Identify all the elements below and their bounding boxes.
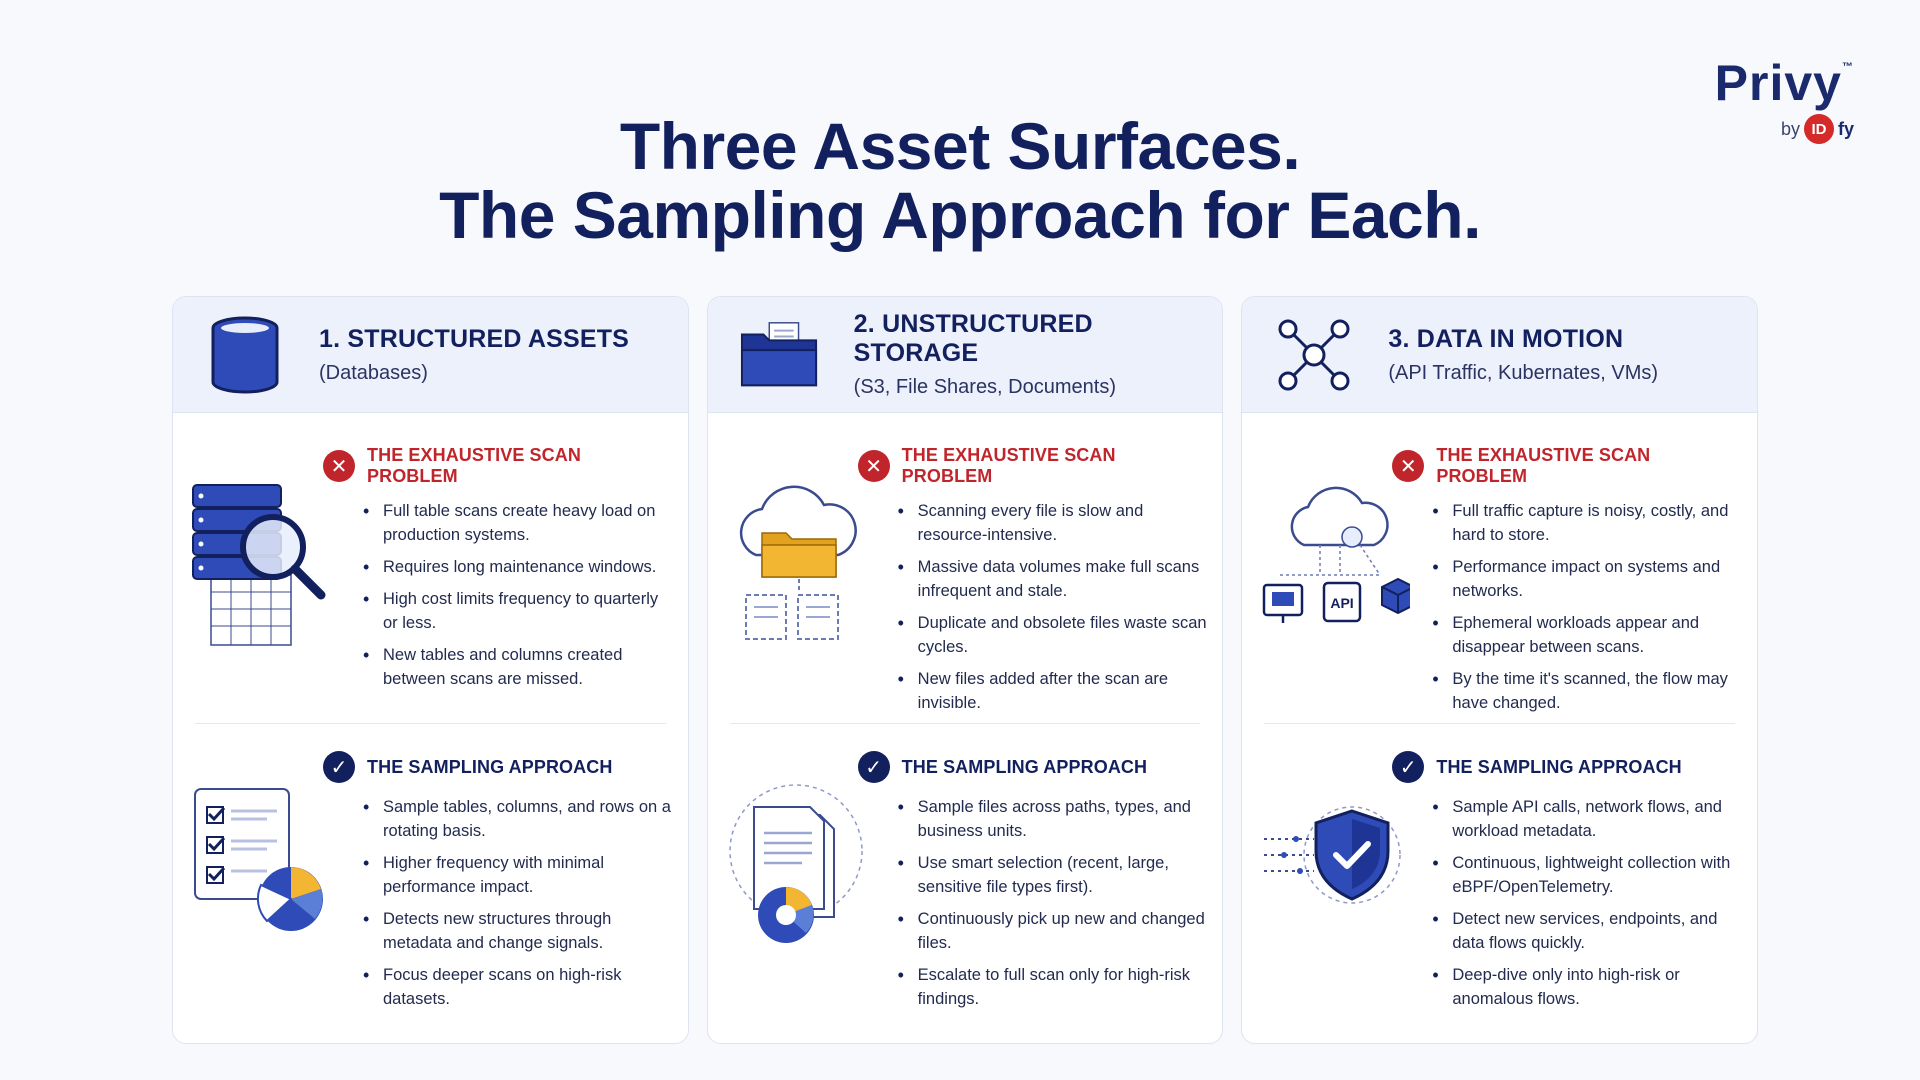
sampling-title: ✓ THE SAMPLING APPROACH [323,751,674,783]
problem-list: Full table scans create heavy load on pr… [323,499,674,691]
asset-cards: 1. STRUCTURED ASSETS (Databases) [172,296,1759,1044]
list-item: Massive data volumes make full scans inf… [898,555,1209,603]
card-header: 1. STRUCTURED ASSETS (Databases) [173,297,688,413]
list-item: By the time it's scanned, the flow may h… [1432,667,1743,715]
sampling-list: Sample tables, columns, and rows on a ro… [323,795,674,1011]
list-item: Full table scans create heavy load on pr… [363,499,674,547]
list-item: New tables and columns created between s… [363,643,674,691]
document-chart-icon [726,781,876,981]
cloud-folder-icon [726,475,876,675]
card-subtitle: (S3, File Shares, Documents) [853,376,1116,398]
api-label: API [1331,595,1354,611]
list-item: New files added after the scan are invis… [898,667,1209,715]
section-divider [195,723,666,724]
cloud-network-icon: API [1260,475,1416,675]
sampling-title: ✓ THE SAMPLING APPROACH [857,751,1209,783]
idfy-logo-mark: ID [1803,114,1834,144]
list-item: Sample files across paths, types, and bu… [898,795,1209,843]
network-icon [1274,315,1354,395]
list-item: Higher frequency with minimal performanc… [363,851,674,899]
section-divider [1264,723,1736,724]
sampling-title: ✓ THE SAMPLING APPROACH [1392,751,1743,783]
section-divider [729,723,1201,724]
card-unstructured-storage: 2. UNSTRUCTURED STORAGE (S3, File Shares… [706,296,1224,1044]
card-header: 3. DATA IN MOTION (API Traffic, Kubernat… [1242,297,1758,413]
page-title: Three Asset Surfaces. The Sampling Appro… [0,112,1920,249]
list-item: Detect new services, endpoints, and data… [1432,907,1743,955]
card-structured-assets: 1. STRUCTURED ASSETS (Databases) [172,296,689,1044]
list-item: Use smart selection (recent, large, sens… [898,851,1209,899]
database-search-icon [191,475,341,675]
sampling-list: Sample API calls, network flows, and wor… [1392,795,1743,1011]
list-item: Continuous, lightweight collection with … [1432,851,1743,899]
problem-title: ✕ THE EXHAUSTIVE SCAN PROBLEM [323,445,674,487]
database-icon [205,315,285,395]
brand-name: Privy™ [1714,55,1854,111]
problem-title: ✕ THE EXHAUSTIVE SCAN PROBLEM [857,445,1209,487]
check-icon: ✓ [857,751,890,783]
list-item: Duplicate and obsolete files waste scan … [898,611,1209,659]
x-icon: ✕ [857,450,890,482]
title-line-2: The Sampling Approach for Each. [439,177,1481,252]
shield-icon [1260,781,1410,981]
list-item: Continuously pick up new and changed fil… [898,907,1209,955]
list-item: Escalate to full scan only for high-risk… [898,963,1209,1011]
sampling-list: Sample files across paths, types, and bu… [858,795,1209,1011]
brand-byline: by ID fy [1715,114,1854,144]
list-item: Requires long maintenance windows. [363,555,674,579]
card-title: 3. DATA IN MOTION [1388,324,1624,353]
x-icon: ✕ [1392,450,1425,482]
check-icon: ✓ [323,751,355,783]
title-line-1: Three Asset Surfaces. [619,109,1301,183]
problem-title: ✕ THE EXHAUSTIVE SCAN PROBLEM [1392,445,1743,487]
card-data-in-motion: 3. DATA IN MOTION (API Traffic, Kubernat… [1241,296,1759,1044]
list-item: Scanning every file is slow and resource… [898,499,1209,547]
card-subtitle: (API Traffic, Kubernates, VMs) [1388,361,1659,384]
check-icon: ✓ [1392,751,1425,783]
card-subtitle: (Databases) [319,361,428,384]
folder-icon [740,315,820,395]
list-item: Detects new structures through metadata … [363,907,674,955]
x-icon: ✕ [323,450,355,482]
checklist-chart-icon [191,781,341,981]
list-item: Focus deeper scans on high-risk datasets… [363,963,674,1011]
problem-list: Full traffic capture is noisy, costly, a… [1392,499,1743,715]
list-item: Sample API calls, network flows, and wor… [1432,795,1743,843]
list-item: Deep-dive only into high-risk or anomalo… [1432,963,1743,1011]
list-item: Performance impact on systems and networ… [1432,555,1743,603]
brand-logo: Privy™ by ID fy [1715,58,1854,144]
card-title: 2. UNSTRUCTURED STORAGE [853,310,1093,367]
list-item: Ephemeral workloads appear and disappear… [1432,611,1743,659]
card-title: 1. STRUCTURED ASSETS [319,324,630,353]
list-item: Sample tables, columns, and rows on a ro… [363,795,674,843]
list-item: Full traffic capture is noisy, costly, a… [1432,499,1743,547]
problem-list: Scanning every file is slow and resource… [858,499,1209,715]
list-item: High cost limits frequency to quarterly … [363,587,674,635]
card-header: 2. UNSTRUCTURED STORAGE (S3, File Shares… [707,297,1223,413]
